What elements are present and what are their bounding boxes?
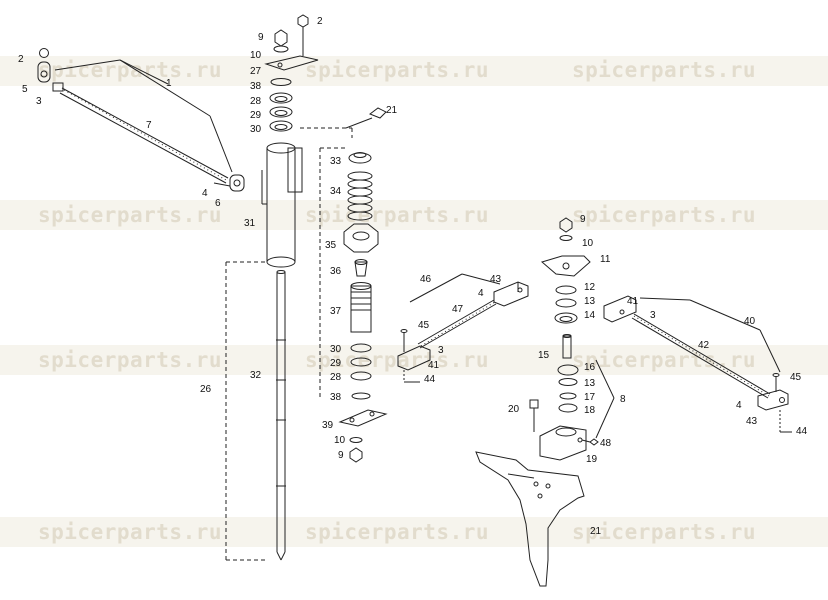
callout-13: 13 xyxy=(584,296,596,307)
watermark-text: spicerparts.ru xyxy=(572,58,757,82)
callout-9: 9 xyxy=(338,450,344,461)
callout-3: 3 xyxy=(650,310,656,321)
spring-stack xyxy=(338,152,388,463)
callout-35: 35 xyxy=(325,240,337,251)
callout-28: 28 xyxy=(330,372,342,383)
callout-44: 44 xyxy=(796,426,808,437)
callout-33: 33 xyxy=(330,156,342,167)
right-pivot xyxy=(475,217,615,587)
callout-43: 43 xyxy=(746,416,758,427)
callout-8: 8 xyxy=(620,394,626,405)
callout-19: 19 xyxy=(586,454,598,465)
callout-5: 5 xyxy=(22,84,28,95)
callout-20: 21 xyxy=(386,105,398,116)
watermark-text: spicerparts.ru xyxy=(38,348,223,372)
watermark-text: spicerparts.ru xyxy=(38,520,223,544)
callout-20: 20 xyxy=(508,404,520,415)
callout-45: 45 xyxy=(418,320,430,331)
callout-10: 10 xyxy=(250,50,262,61)
callout-1: 1 xyxy=(166,78,172,89)
callout-6: 6 xyxy=(215,198,221,209)
callout-4: 4 xyxy=(202,188,208,199)
callout-44: 44 xyxy=(424,374,436,385)
callout-29: 29 xyxy=(330,358,342,369)
callout-11: 11 xyxy=(600,254,611,265)
callout-41: 41 xyxy=(627,296,639,307)
callout-38: 38 xyxy=(250,81,262,92)
watermark-text: spicerparts.ru xyxy=(38,58,223,82)
callout-10: 10 xyxy=(582,238,594,249)
watermark-band xyxy=(0,200,828,230)
callout-48: 48 xyxy=(600,438,612,449)
callout-43: 43 xyxy=(490,274,502,285)
center-column xyxy=(225,14,387,561)
left-tie-rod xyxy=(37,48,245,192)
callout-labels: 2 5 3 1 7 4 6 9 2 10 27 38 28 29 30 21 3… xyxy=(18,16,808,537)
callout-32: 32 xyxy=(250,370,262,381)
callout-7: 7 xyxy=(146,120,152,131)
watermark-band xyxy=(0,517,828,547)
callout-2: 2 xyxy=(317,16,323,27)
watermark-text: spicerparts.ru xyxy=(572,203,757,227)
callout-21: 21 xyxy=(590,526,602,537)
callout-37: 37 xyxy=(330,306,342,317)
callout-36: 36 xyxy=(330,266,342,277)
callout-17: 17 xyxy=(584,392,596,403)
callout-4: 4 xyxy=(478,288,484,299)
callout-30: 30 xyxy=(250,124,262,135)
callout-46: 46 xyxy=(420,274,432,285)
callout-10: 10 xyxy=(334,435,346,446)
callout-4: 4 xyxy=(736,400,742,411)
watermark-text: spicerparts.ru xyxy=(305,348,490,372)
callout-18: 18 xyxy=(584,405,596,416)
callout-31: 31 xyxy=(244,218,256,229)
callout-29: 29 xyxy=(250,110,262,121)
callout-16: 16 xyxy=(584,362,596,373)
callout-39: 39 xyxy=(322,420,334,431)
middle-linkage xyxy=(397,273,529,383)
callout-40: 40 xyxy=(744,316,756,327)
watermark-band xyxy=(0,345,828,375)
callout-26: 26 xyxy=(200,384,212,395)
callout-3: 3 xyxy=(36,96,42,107)
callout-45: 45 xyxy=(790,372,802,383)
callout-9: 9 xyxy=(580,214,586,225)
callout-3: 3 xyxy=(438,345,444,356)
watermark-text: spicerparts.ru xyxy=(38,203,223,227)
callout-42: 42 xyxy=(698,340,710,351)
callout-41: 41 xyxy=(428,360,440,371)
right-tie-rod xyxy=(603,295,792,433)
callout-30: 30 xyxy=(330,344,342,355)
callout-28: 28 xyxy=(250,96,262,107)
watermark-text: spicerparts.ru xyxy=(305,520,490,544)
callout-9: 9 xyxy=(258,32,264,43)
watermark-text: spicerparts.ru xyxy=(572,520,757,544)
callout-12: 12 xyxy=(584,282,596,293)
watermark-text: spicerparts.ru xyxy=(305,58,490,82)
callout-34: 34 xyxy=(330,186,342,197)
callout-27: 27 xyxy=(250,66,262,77)
callout-14: 14 xyxy=(584,310,596,321)
watermark-text: spicerparts.ru xyxy=(305,203,490,227)
callout-15: 15 xyxy=(538,350,550,361)
callout-13: 13 xyxy=(584,378,596,389)
callout-47: 47 xyxy=(452,304,464,315)
callout-38: 38 xyxy=(330,392,342,403)
callout-2: 2 xyxy=(18,54,24,65)
